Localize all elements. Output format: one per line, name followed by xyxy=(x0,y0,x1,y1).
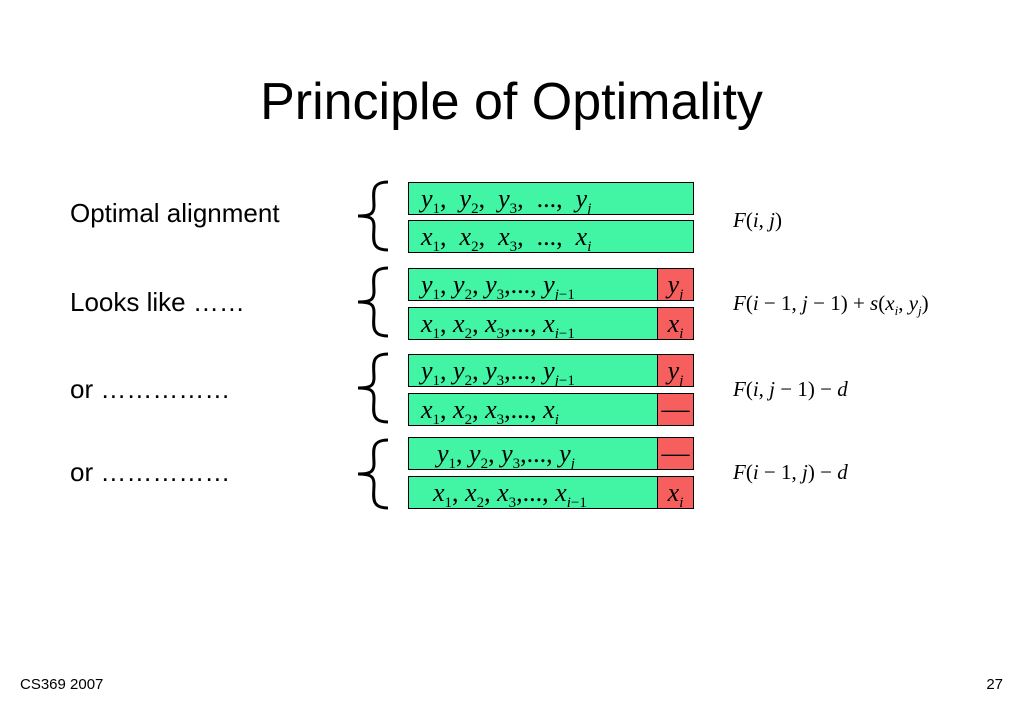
slide-title: Principle of Optimality xyxy=(260,73,763,131)
formula-gap-x: F(i, j − 1) − d xyxy=(733,377,848,401)
sequence-x-full: x1, x2, x3, ..., xi xyxy=(408,220,694,253)
left-brace-icon xyxy=(357,352,389,424)
left-brace-icon xyxy=(357,438,389,510)
left-brace-icon xyxy=(357,180,389,252)
gap-cell: — xyxy=(657,437,694,470)
gap-cell: — xyxy=(657,393,694,426)
formula-gap-y: F(i − 1, j) − d xyxy=(733,460,848,484)
left-brace-icon xyxy=(357,266,389,338)
sequence-x-prefix: x1, x2, x3,..., xi−1 xyxy=(408,307,658,340)
sequence-x-full: x1, x2, x3,..., xi xyxy=(408,393,658,426)
footer-course: CS369 2007 xyxy=(20,676,104,693)
row-label-looks-like: Looks like …… xyxy=(70,287,245,317)
row-label-or-gap-y: or …………… xyxy=(70,457,231,487)
aligned-cell-y: yj xyxy=(657,268,694,301)
formula-match: F(i − 1, j − 1) + s(xi, yj) xyxy=(733,291,929,318)
aligned-cell-x: xi xyxy=(657,307,694,340)
page-number: 27 xyxy=(986,676,1003,693)
row-label-or-gap-x: or …………… xyxy=(70,374,231,404)
aligned-cell-y: yj xyxy=(657,354,694,387)
row-label-optimal-alignment: Optimal alignment xyxy=(70,198,280,228)
sequence-x-prefix: x1, x2, x3,..., xi−1 xyxy=(408,476,658,509)
sequence-y-full: y1, y2, y3,..., yj xyxy=(408,437,658,470)
sequence-y-prefix: y1, y2, y3,..., yj−1 xyxy=(408,354,658,387)
sequence-y-full: y1, y2, y3, ..., yj xyxy=(408,182,694,215)
formula-optimal: F(i, j) xyxy=(733,208,783,232)
sequence-y-prefix: y1, y2, y3,..., yj−1 xyxy=(408,268,658,301)
aligned-cell-x: xi xyxy=(657,476,694,509)
